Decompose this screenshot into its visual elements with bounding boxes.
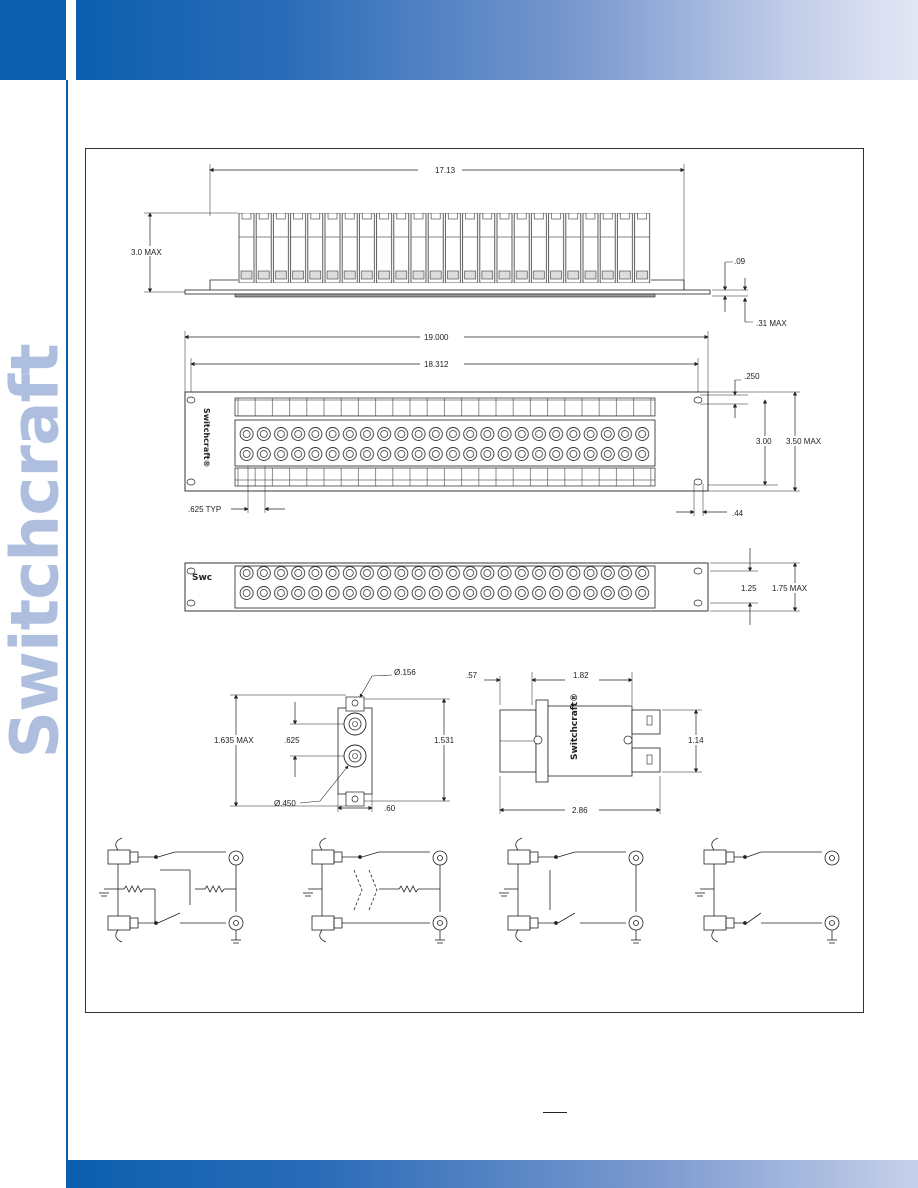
page-number-rule <box>543 1112 567 1113</box>
dim-overall-width: 19.000 <box>424 333 449 342</box>
dim-slot: .44 <box>732 509 744 518</box>
dim-side-height: 3.0 MAX <box>131 248 162 257</box>
dim-jack-overall: 2.86 <box>572 806 588 815</box>
dim-jack-side-height: 1.14 <box>688 736 704 745</box>
schematic-normalled <box>499 837 644 944</box>
front-view-1ru-drawing <box>184 548 816 625</box>
dim-hole-spacing: 18.312 <box>424 360 449 369</box>
dim-side-rear-depth: .31 MAX <box>756 319 787 328</box>
dim-jack-width: .60 <box>384 804 396 813</box>
jack-side-detail <box>484 672 708 815</box>
dim-height-1ru: 1.75 MAX <box>772 584 808 593</box>
dim-hole-vertical-1ru: 1.25 <box>741 584 757 593</box>
header-gradient-bar <box>76 0 918 80</box>
panel-label-1ru: Swc <box>192 573 212 583</box>
left-margin-rule <box>66 80 68 1188</box>
dim-jack-height: 1.635 MAX <box>214 736 254 745</box>
side-view-drawing <box>128 164 753 323</box>
jack-side-label: Switchcraft® <box>570 693 580 760</box>
dim-jack-pitch-detail: .625 <box>284 736 300 745</box>
footer-gradient-bar <box>68 1160 918 1188</box>
schematic-non-normalled <box>695 837 840 944</box>
dim-mount-hole: Ø.156 <box>394 668 416 677</box>
jack-front-detail <box>212 674 456 812</box>
dim-side-flange: .09 <box>734 257 746 266</box>
dim-hole-offset: .250 <box>744 372 760 381</box>
dim-jack-pitch: .625 TYP <box>188 505 221 514</box>
drawing-frame <box>85 148 864 1013</box>
panel-label-2ru: Switchcraft® <box>202 408 211 468</box>
header-corner-block <box>0 0 66 80</box>
dim-hole-vertical-2ru: 3.00 <box>756 437 772 446</box>
schematic-half-normalled <box>303 837 448 944</box>
dim-side-width: 17.13 <box>435 166 456 175</box>
dim-bore: Ø.450 <box>274 799 296 808</box>
dim-front-depth: .57 <box>466 671 478 680</box>
front-view-2ru-drawing <box>184 331 816 516</box>
dim-body-length: 1.82 <box>573 671 589 680</box>
dim-center-spacing: 1.531 <box>434 736 455 745</box>
registered-mark: ® <box>32 405 39 415</box>
schematic-normalled-terminated <box>99 837 244 944</box>
dim-height-2ru: 3.50 MAX <box>786 437 822 446</box>
